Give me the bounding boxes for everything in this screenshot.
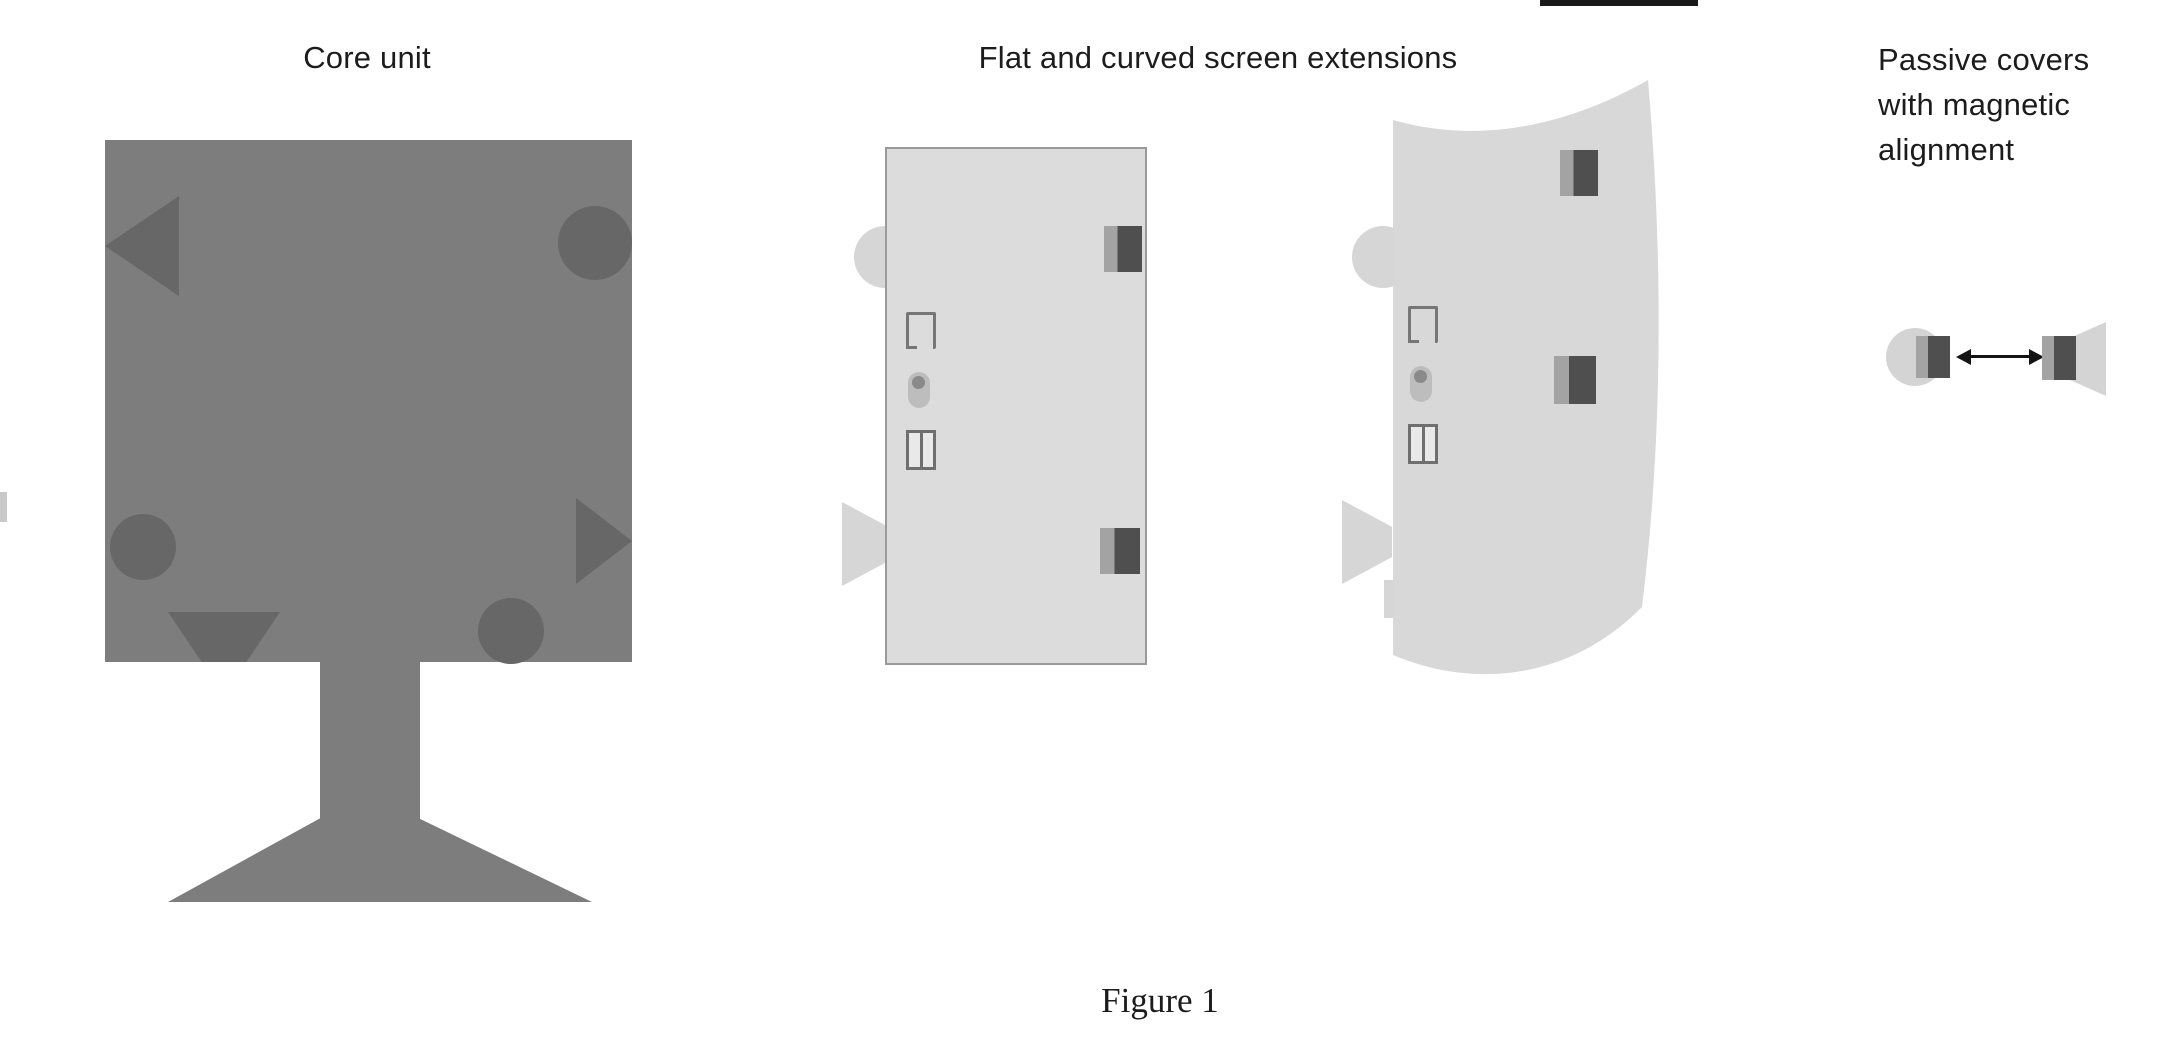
core-unit-body [105, 140, 632, 662]
pill-toggle-icon [908, 372, 930, 408]
pill-toggle-icon [1410, 366, 1432, 402]
double-arrow-icon [1956, 342, 2044, 372]
split-window-icon [1408, 424, 1438, 464]
stand-neck [320, 661, 420, 819]
magnetic-block-icon [1100, 528, 1140, 574]
core-unit-label: Core unit [303, 40, 431, 75]
stand-base [168, 818, 592, 902]
magnetic-block-icon [1560, 150, 1598, 196]
split-window-icon [906, 430, 936, 470]
left-edge-artifact [0, 492, 7, 522]
figure-caption: Figure 1 [1101, 981, 1219, 1020]
curved-screen-panel [1393, 80, 1659, 675]
bracket-icon [906, 312, 936, 349]
bottom-left-circle-connector-icon [110, 514, 176, 580]
top-right-circle-connector-icon [558, 206, 632, 280]
magnetic-block-icon [1554, 356, 1596, 404]
top-crop-artifact [1540, 0, 1698, 6]
bottom-right-circle-connector-icon [478, 598, 544, 664]
flat-screen-panel [885, 147, 1147, 665]
extensions-label: Flat and curved screen extensions [978, 40, 1458, 75]
bracket-icon [1408, 306, 1438, 343]
magnetic-block-icon [1916, 336, 1950, 378]
passive-covers-label: Passive covers with magnetic alignment [1878, 42, 2090, 167]
double-arrow-shaft [1956, 348, 2044, 365]
magnetic-block-icon [2042, 336, 2076, 380]
magnetic-block-icon [1104, 226, 1142, 272]
